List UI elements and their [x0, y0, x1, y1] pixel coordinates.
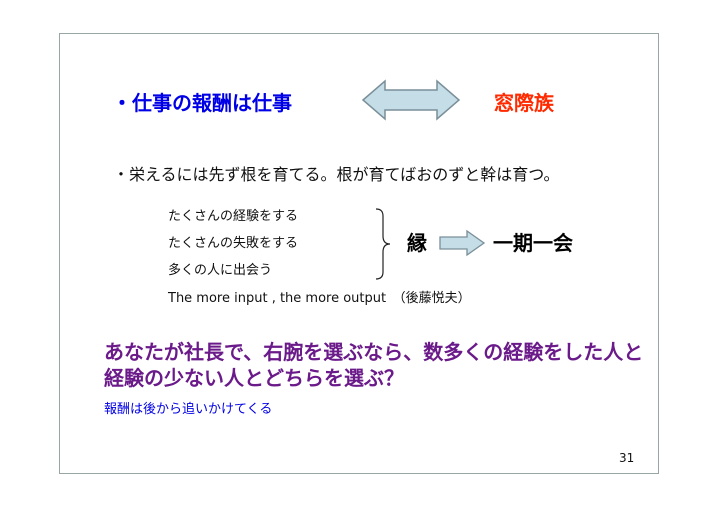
right-brace-icon: [375, 208, 391, 280]
result-right: 一期一会: [493, 231, 573, 255]
slide: ・仕事の報酬は仕事 窓際族 ・栄えるには先ず根を育てる。根が育てばおのずと幹は育…: [59, 33, 659, 474]
question-line-2: 経験の少ない人とどちらを選ぶ？: [104, 366, 404, 390]
result-left: 縁: [407, 231, 427, 255]
list-item: たくさんの経験をする: [168, 209, 299, 224]
title-right: 窓際族: [494, 91, 554, 115]
page-number: 31: [619, 451, 635, 465]
left-right-arrow-icon: [361, 79, 461, 121]
bullet-text: ・栄えるには先ず根を育てる。根が育てばおのずと幹は育つ。: [113, 165, 560, 184]
question-line-1: あなたが社長で、右腕を選ぶなら、数多くの経験をした人と: [104, 340, 644, 364]
list-item: たくさんの失敗をする: [168, 236, 299, 251]
footer-note: 報酬は後から追いかけてくる: [104, 402, 273, 417]
right-arrow-icon: [439, 229, 486, 257]
title-left: ・仕事の報酬は仕事: [112, 91, 292, 115]
quote-text: The more input , the more output （後藤悦夫）: [168, 291, 471, 306]
list-item: 多くの人に出会う: [168, 263, 273, 278]
